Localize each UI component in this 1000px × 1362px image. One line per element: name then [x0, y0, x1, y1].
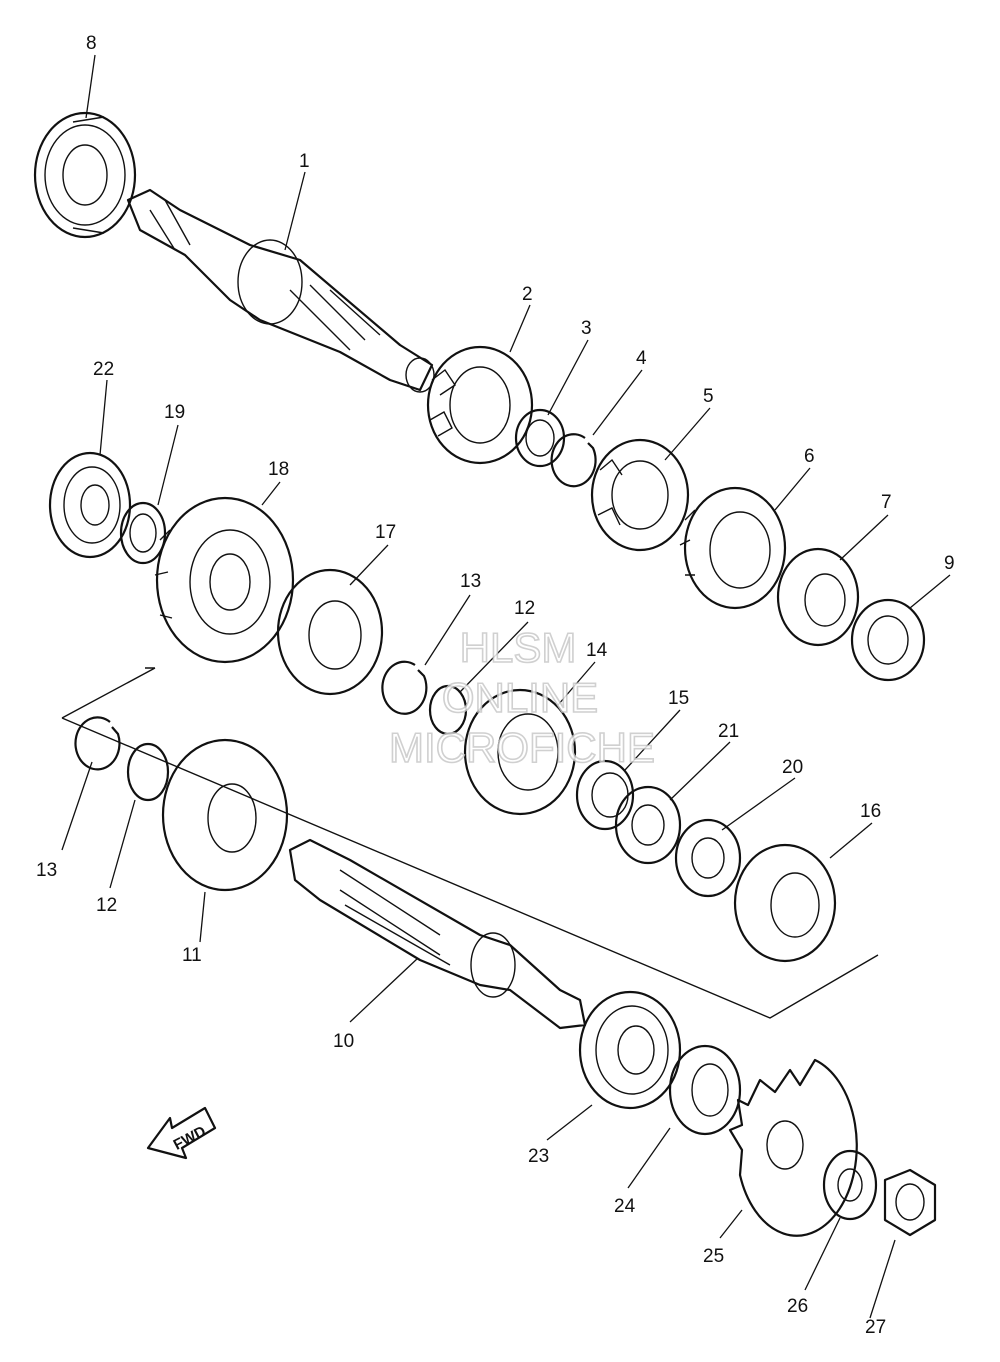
part-26-lock-washer: [822, 1149, 878, 1221]
part-1-main-axle: [126, 188, 435, 393]
part-15-bushing: [575, 759, 635, 831]
part-8-bearing: [33, 111, 137, 239]
callout-label: 22: [93, 359, 114, 380]
part-20-lock-washer: [674, 818, 742, 898]
callout-label: 17: [375, 522, 396, 543]
callout-label: 13: [36, 860, 57, 881]
callout-label: 27: [865, 1317, 886, 1338]
part-4-circlip: [550, 433, 597, 488]
callout-label: 19: [164, 402, 185, 423]
callout-label: 20: [782, 757, 803, 778]
part-16-gear: [733, 843, 837, 963]
callout-label: 24: [614, 1196, 636, 1217]
callout-label: 1: [299, 151, 310, 172]
callout-label: 7: [881, 492, 892, 513]
fwd-direction-arrow: FWD: [146, 1106, 217, 1160]
part-2-gear: [426, 345, 534, 465]
callout-label: 25: [703, 1246, 724, 1267]
part-23-bearing: [578, 990, 682, 1110]
part-22-bearing: [48, 451, 132, 559]
part-24-oil-seal: [668, 1044, 742, 1136]
callout-leaders: [61, 54, 951, 1319]
subassembly-outline: [61, 667, 879, 1019]
callout-label: 5: [703, 386, 714, 407]
part-21-lock-washer: [614, 785, 682, 865]
part-19-washer: [119, 501, 167, 565]
watermark-line-3: MICROFICHE: [389, 724, 655, 771]
part-9-bearing: [850, 598, 926, 682]
part-13-circlip: [381, 660, 428, 715]
watermark-line-2: ONLINE: [442, 674, 598, 721]
part-10-drive-axle: [288, 838, 587, 1030]
callout-label: 21: [718, 721, 739, 742]
fwd-label: FWD: [171, 1123, 209, 1154]
callout-label: 10: [333, 1031, 354, 1052]
part-27-nut: [883, 1168, 937, 1237]
callout-label: 26: [787, 1296, 808, 1317]
part-18-gear: [154, 496, 295, 664]
callout-labels: 8 1 2 3 4 5 22 19 18 17 6 7 9 13 12 14 1…: [36, 33, 955, 1338]
callout-label: 3: [581, 318, 592, 339]
callout-label: 15: [668, 688, 689, 709]
callout-label: 9: [944, 553, 955, 574]
part-14-gear: [463, 688, 577, 816]
callout-label: 16: [860, 801, 881, 822]
part-25-sprocket: [728, 1058, 858, 1237]
watermark: HLSM ONLINE MICROFICHE: [388, 623, 656, 772]
callout-label: 12: [514, 598, 535, 619]
part-12-washer: [428, 684, 468, 736]
callout-label: 23: [528, 1146, 549, 1167]
callout-label: 12: [96, 895, 117, 916]
callout-label: 8: [86, 33, 97, 54]
part-12-washer-lower: [126, 742, 170, 802]
callout-label: 14: [586, 640, 608, 661]
callout-label: 2: [522, 284, 533, 305]
part-17-gear: [276, 568, 384, 696]
part-6-gear: [679, 486, 787, 610]
callout-label: 13: [460, 571, 481, 592]
callout-label: 18: [268, 459, 289, 480]
part-7-gear: [776, 547, 860, 647]
callout-label: 11: [182, 945, 202, 966]
part-5-gear: [590, 438, 690, 552]
callout-label: 6: [804, 446, 815, 467]
part-13-circlip-lower: [74, 716, 121, 771]
watermark-line-1: HLSM: [460, 624, 577, 671]
part-11-gear: [161, 738, 289, 892]
callout-label: 4: [636, 348, 647, 369]
